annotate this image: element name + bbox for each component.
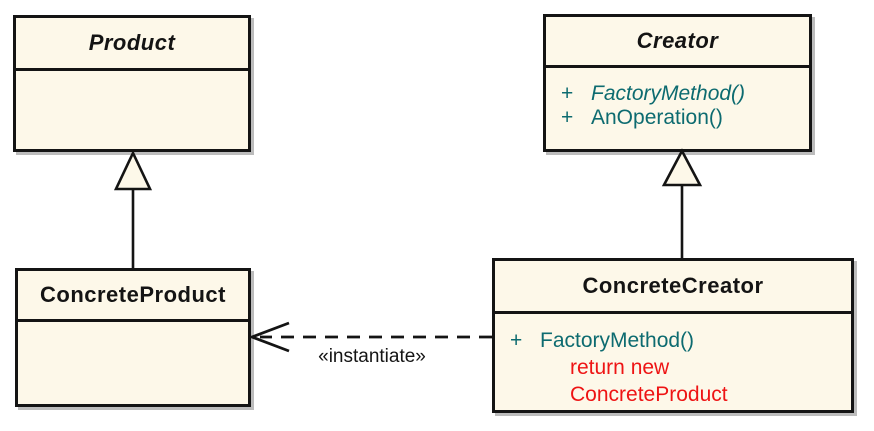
method-row-factorymethod: + FactoryMethod()	[546, 82, 809, 106]
method-name-factorymethod: FactoryMethod()	[591, 82, 746, 105]
code-annotation-line-1: return new	[570, 356, 670, 379]
visibility-symbol: +	[561, 82, 574, 105]
class-body-concrete-creator: + FactoryMethod() return new ConcretePro…	[495, 314, 851, 408]
class-title-concrete-product: ConcreteProduct	[18, 271, 248, 322]
code-annotation-line-2: ConcreteProduct	[570, 383, 728, 406]
generalization-triangle-icon	[113, 149, 153, 191]
visibility-symbol: +	[510, 329, 523, 352]
class-box-concrete-creator: ConcreteCreator + FactoryMethod() return…	[492, 258, 854, 413]
visibility-symbol: +	[561, 106, 574, 129]
class-title-concrete-creator: ConcreteCreator	[495, 261, 851, 314]
method-row-anoperation: + AnOperation()	[546, 106, 809, 130]
class-title-product: Product	[16, 18, 248, 71]
method-row-factorymethod-impl: + FactoryMethod()	[495, 327, 851, 354]
method-name-factorymethod-impl: FactoryMethod()	[540, 329, 695, 352]
generalization-triangle-icon	[661, 148, 703, 187]
instantiate-label: «instantiate»	[318, 346, 426, 367]
instantiate-open-arrowhead-icon	[248, 321, 290, 353]
class-box-product: Product	[13, 15, 251, 152]
class-title-creator: Creator	[546, 17, 809, 68]
method-name-anoperation: AnOperation()	[591, 106, 723, 129]
class-body-creator: + FactoryMethod() + AnOperation()	[546, 68, 809, 130]
class-box-concrete-product: ConcreteProduct	[15, 268, 251, 407]
class-box-creator: Creator + FactoryMethod() + AnOperation(…	[543, 14, 812, 152]
